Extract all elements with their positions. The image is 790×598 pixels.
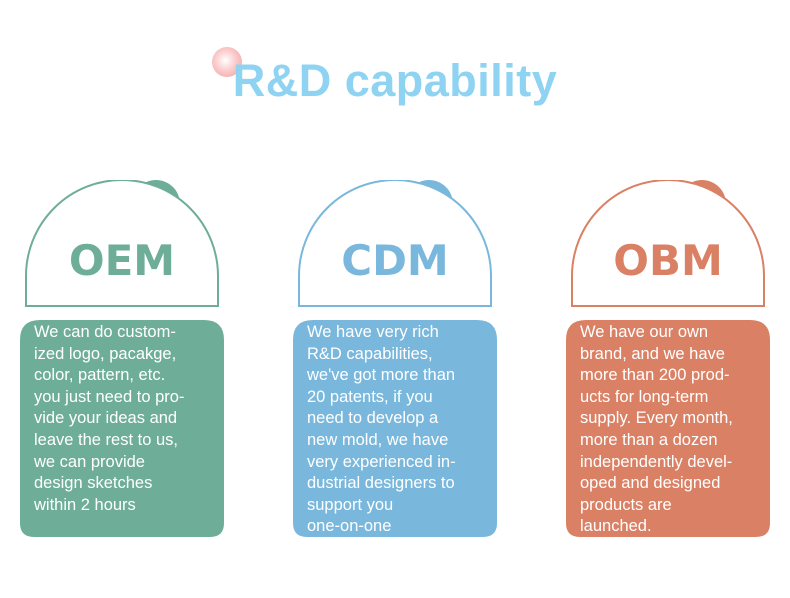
card-obm-line: independently devel- <box>580 452 733 471</box>
card-oem-description: We can do custom- ized logo, pacakge, co… <box>34 322 220 516</box>
card-obm-line: more than 200 prod- <box>580 366 730 385</box>
card-oem-line: ized logo, pacakge, <box>34 344 177 363</box>
card-cdm-line: need to develop a <box>307 409 439 428</box>
card-oem-shape <box>20 180 224 537</box>
card-oem-line: vide your ideas and <box>34 409 178 428</box>
card-cdm-line: 20 patents, if you <box>307 387 433 406</box>
card-cdm-shape <box>293 180 497 537</box>
card-obm-line: oped and designed <box>580 474 721 493</box>
card-cdm-line: one-on-one <box>307 517 392 536</box>
card-oem-line: design sketches <box>34 474 153 493</box>
card-oem-line: within 2 hours <box>34 495 136 514</box>
card-cdm-line: support you <box>307 495 394 514</box>
card-oem-line: color, pattern, etc. <box>34 366 166 385</box>
card-obm-line: ucts for long-term <box>580 387 709 406</box>
card-oem: OEM We can do custom- ized logo, pacakge… <box>17 180 227 545</box>
card-obm-description: We have our own brand, and we have more … <box>580 322 766 538</box>
card-obm-line: products are <box>580 495 672 514</box>
card-cdm: CDM We have very rich R&D capabilities, … <box>290 180 500 545</box>
card-cdm-heading: CDM <box>341 236 449 285</box>
card-obm-line: supply. Every month, <box>580 409 733 428</box>
card-obm: OBM We have our own brand, and we have m… <box>563 180 773 545</box>
card-oem-line: We can do custom- <box>34 323 176 341</box>
card-oem-line: leave the rest to us, <box>34 430 178 449</box>
card-obm-line: more than a dozen <box>580 430 718 449</box>
card-cdm-line: very experienced in- <box>307 452 456 471</box>
card-oem-line: we can provide <box>34 452 145 471</box>
card-cdm-line: we've got more than <box>307 366 456 385</box>
card-cdm-line: R&D capabilities, <box>307 344 433 363</box>
card-cdm-description: We have very rich R&D capabilities, we'v… <box>307 322 493 538</box>
card-obm-heading: OBM <box>613 236 723 285</box>
card-cdm-line: We have very rich <box>307 323 439 341</box>
card-obm-line: We have our own <box>580 323 709 341</box>
card-obm-line: launched. <box>580 517 652 536</box>
card-oem-line: you just need to pro- <box>34 387 185 406</box>
page-title: R&D capability <box>232 55 558 106</box>
card-obm-shape <box>566 180 770 537</box>
title-decoration-dot <box>212 47 242 77</box>
card-cdm-line: dustrial designers to <box>307 474 455 493</box>
card-obm-line: brand, and we have <box>580 344 725 363</box>
card-cdm-line: new mold, we have <box>307 430 449 449</box>
card-oem-heading: OEM <box>68 236 176 285</box>
